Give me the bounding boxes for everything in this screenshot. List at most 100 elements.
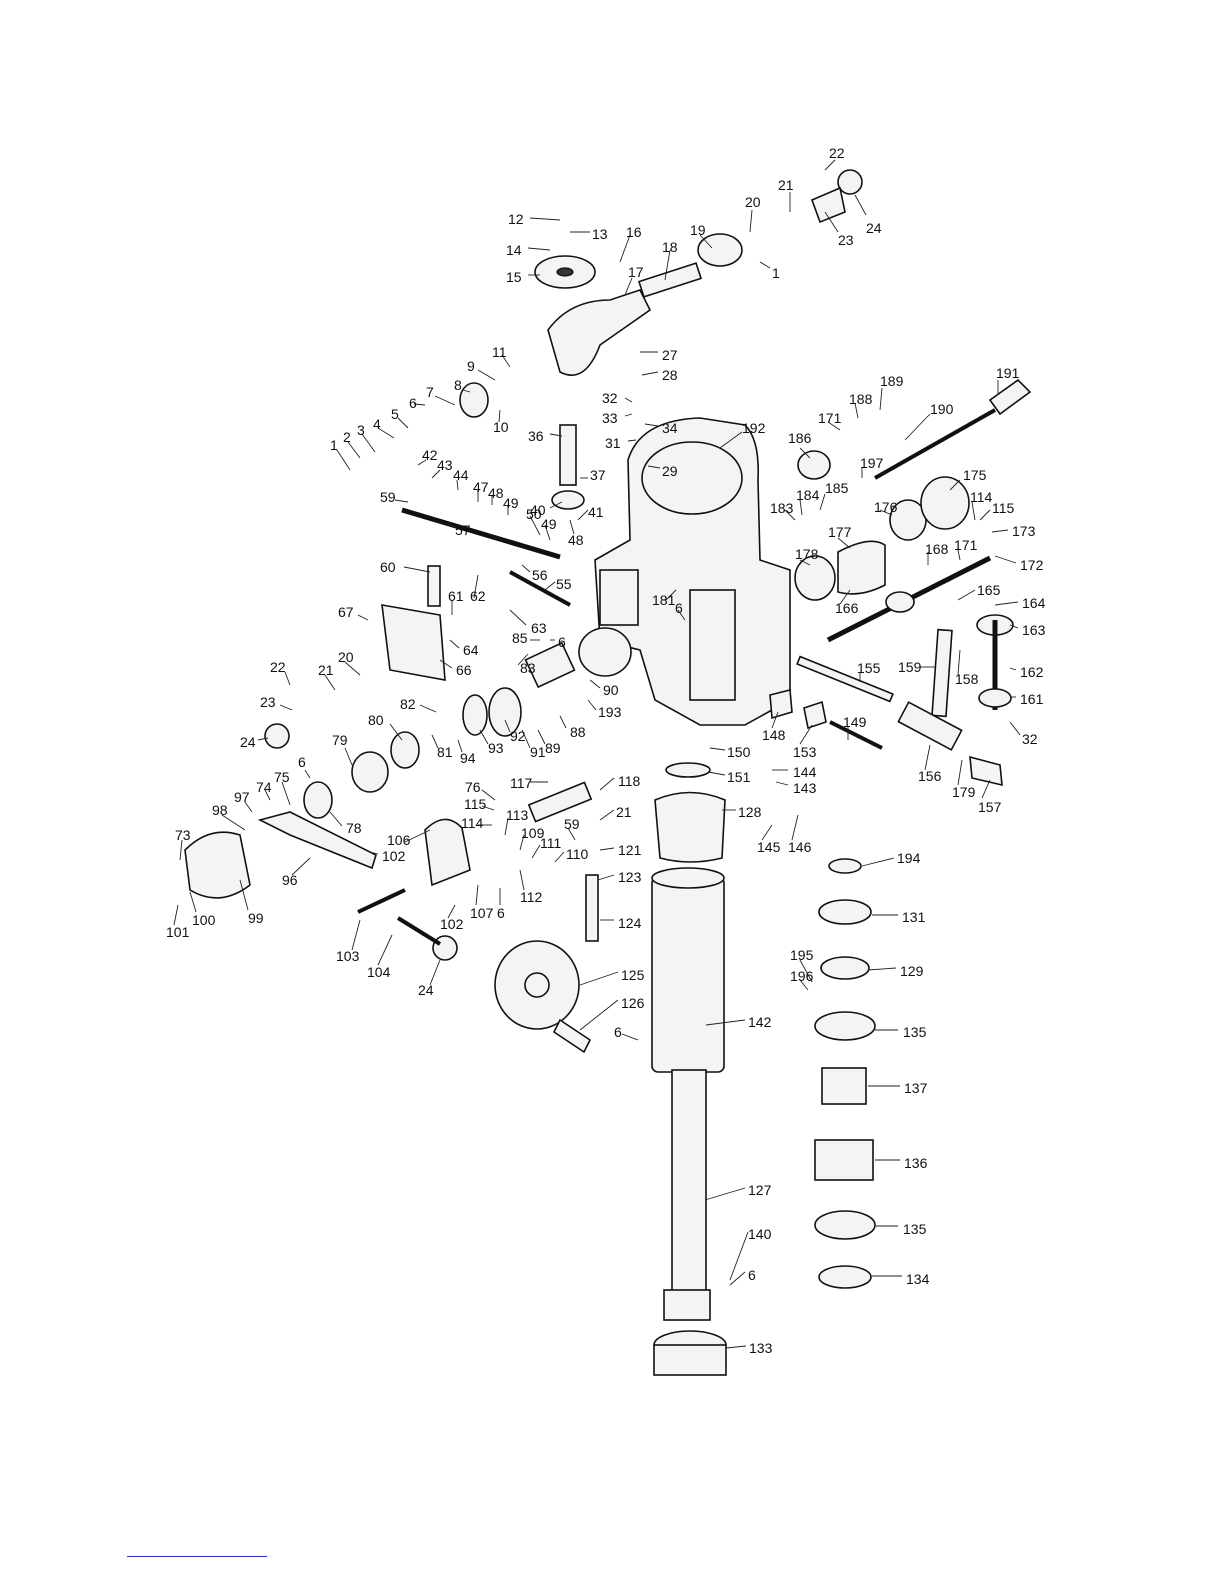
callout-97: 97: [234, 789, 250, 805]
callout-23: 23: [838, 232, 854, 248]
callout-94: 94: [460, 750, 476, 766]
leader-line-76: [481, 789, 496, 801]
callout-104: 104: [367, 964, 391, 980]
nut-161: [978, 688, 1012, 708]
callout-102: 102: [440, 916, 464, 932]
leader-line-171: [957, 549, 961, 561]
callout-67: 67: [338, 604, 354, 620]
leader-line-179: [957, 759, 963, 786]
callout-32: 32: [602, 390, 618, 406]
screw-155: [796, 655, 894, 703]
callout-96: 96: [282, 872, 298, 888]
callout-124: 124: [618, 915, 642, 931]
callout-186: 186: [788, 430, 812, 446]
callout-99: 99: [248, 910, 264, 926]
callout-89: 89: [545, 740, 561, 756]
callout-24: 24: [418, 982, 434, 998]
callout-148: 148: [762, 727, 786, 743]
callout-27: 27: [662, 347, 678, 363]
callout-159: 159: [898, 659, 922, 675]
leader-line-24: [257, 737, 269, 741]
callout-184: 184: [796, 487, 820, 503]
leader-line-143: [775, 781, 789, 786]
worm-gear-92: [488, 687, 522, 737]
callout-91: 91: [530, 744, 546, 760]
callout-100: 100: [192, 912, 216, 928]
callout-34: 34: [662, 420, 678, 436]
callout-123: 123: [618, 869, 642, 885]
callout-49: 49: [541, 516, 557, 532]
leader-line-24: [429, 959, 441, 986]
leader-line-49: [544, 524, 551, 541]
leader-line-171: [827, 421, 841, 431]
callout-labels: 1213141516171819202122232412728323334313…: [166, 145, 1046, 1356]
leader-line-6: [677, 609, 686, 621]
callout-113: 113: [506, 807, 529, 823]
leader-lines: [173, 159, 1021, 1349]
callout-61: 61: [448, 588, 464, 604]
callout-48: 48: [488, 485, 504, 501]
leader-line-22: [824, 159, 836, 171]
callout-23: 23: [260, 694, 276, 710]
rod-190: [874, 408, 996, 480]
leader-line-97: [244, 801, 253, 813]
leader-line-125: [579, 971, 619, 986]
shaft-18: [637, 262, 703, 298]
callout-145: 145: [757, 839, 781, 855]
callout-137: 137: [904, 1080, 928, 1096]
callout-36: 36: [528, 428, 544, 444]
callout-42: 42: [422, 447, 438, 463]
callout-88: 88: [570, 724, 586, 740]
callout-37: 37: [590, 467, 606, 483]
callout-90: 90: [603, 682, 619, 698]
leader-line-74: [264, 789, 271, 801]
spring-79: [351, 751, 389, 793]
leader-line-81: [431, 734, 439, 749]
callout-44: 44: [453, 467, 469, 483]
leader-line-157: [981, 779, 991, 799]
callout-85: 85: [512, 630, 528, 646]
callout-24: 24: [240, 734, 256, 750]
leader-line-75: [281, 781, 291, 806]
callout-33: 33: [602, 410, 618, 426]
leader-line-113: [504, 817, 509, 836]
leader-line-18: [664, 249, 671, 281]
callout-5: 5: [391, 406, 399, 422]
leader-line-78: [329, 811, 343, 827]
callout-10: 10: [493, 419, 509, 435]
leader-line-176: [879, 509, 893, 516]
callout-6: 6: [614, 1024, 622, 1040]
leader-line-8: [462, 389, 471, 393]
washer-151: [665, 762, 711, 778]
leader-line-14: [527, 247, 551, 251]
callout-47: 47: [473, 479, 489, 495]
leader-line-80: [389, 723, 403, 741]
leader-line-164: [994, 601, 1019, 606]
leader-line-150: [709, 747, 726, 751]
callout-192: 192: [742, 420, 766, 436]
casting-port: [578, 627, 632, 677]
nut-129: [820, 956, 870, 980]
leader-line-56: [521, 564, 531, 573]
handle-126: [552, 1018, 592, 1054]
callout-6: 6: [497, 905, 505, 921]
leader-line-115: [979, 509, 991, 521]
leader-line-145: [761, 824, 773, 841]
cover-99: [184, 831, 251, 899]
leader-line-94: [457, 739, 463, 753]
quill-142: [651, 876, 725, 1073]
leader-line-142: [705, 1019, 746, 1026]
shaft-55: [509, 570, 571, 607]
leader-line-1: [759, 261, 771, 269]
callout-13: 13: [592, 226, 608, 242]
callout-103: 103: [336, 948, 360, 964]
bearing-135-lower: [814, 1210, 876, 1240]
leader-line-172: [994, 555, 1017, 564]
callout-3: 3: [357, 422, 365, 438]
callout-188: 188: [849, 391, 873, 407]
leader-line-126: [579, 999, 619, 1031]
callout-117: 117: [510, 775, 533, 791]
rod-104: [396, 916, 442, 946]
callout-11: 11: [492, 344, 507, 360]
